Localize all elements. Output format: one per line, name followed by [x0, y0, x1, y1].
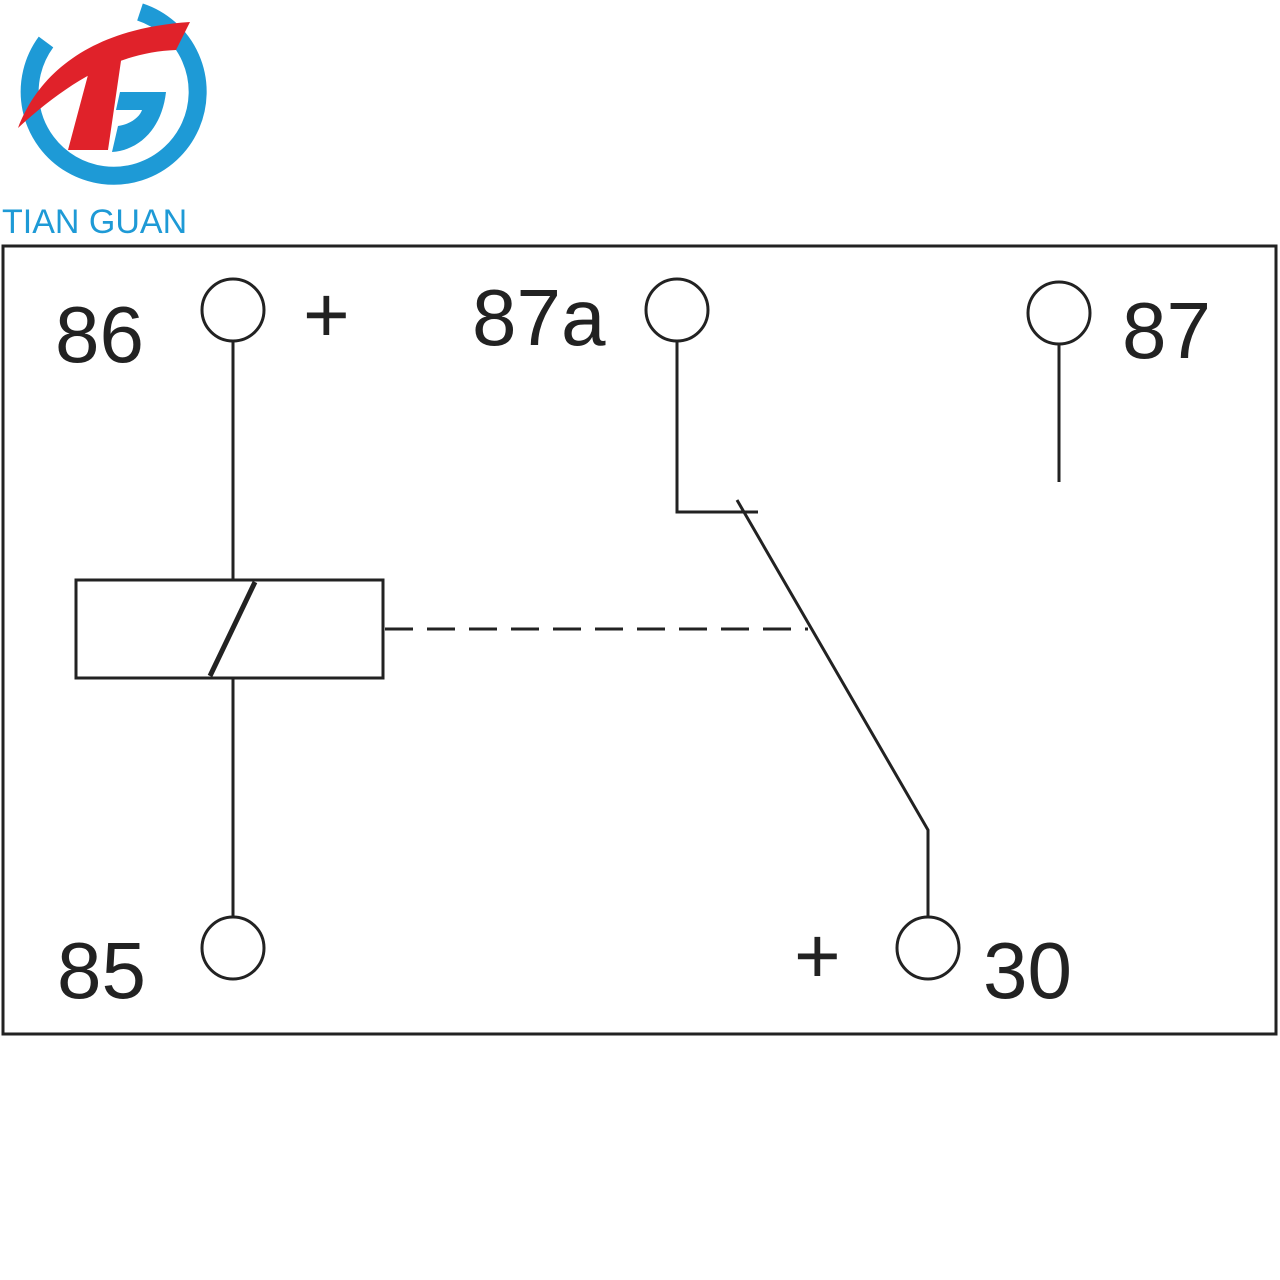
diagram-frame: [1, 244, 1278, 1036]
terminal-86-polarity: +: [303, 270, 350, 359]
brand-logo-mark: [18, 3, 207, 185]
brand-logo: TIAN GUAN: [0, 0, 220, 245]
contact-87a-lead: [675, 341, 758, 514]
relay-coil: [74, 578, 385, 680]
terminal-85-circle: [200, 915, 266, 981]
terminal-87a-circle: [644, 277, 710, 343]
switch-arm: [735, 499, 930, 917]
terminal-30-label: 30: [983, 926, 1072, 1015]
terminal-85-label: 85: [57, 926, 146, 1015]
relay-coil-slash: [207, 580, 258, 678]
logo-red-swoosh: [18, 22, 190, 128]
terminal-87a-label: 87a: [472, 273, 606, 362]
brand-name: TIAN GUAN: [2, 203, 188, 241]
logo-red-stem: [68, 54, 122, 150]
terminal-30-circle: [895, 915, 961, 981]
terminal-87-label: 87: [1122, 286, 1211, 375]
terminal-86-label: 86: [55, 290, 144, 379]
logo-blue-g: [112, 92, 166, 152]
terminal-30-polarity: +: [794, 911, 841, 1000]
terminal-86-circle: [200, 277, 266, 343]
terminal-87-circle: [1026, 280, 1092, 346]
